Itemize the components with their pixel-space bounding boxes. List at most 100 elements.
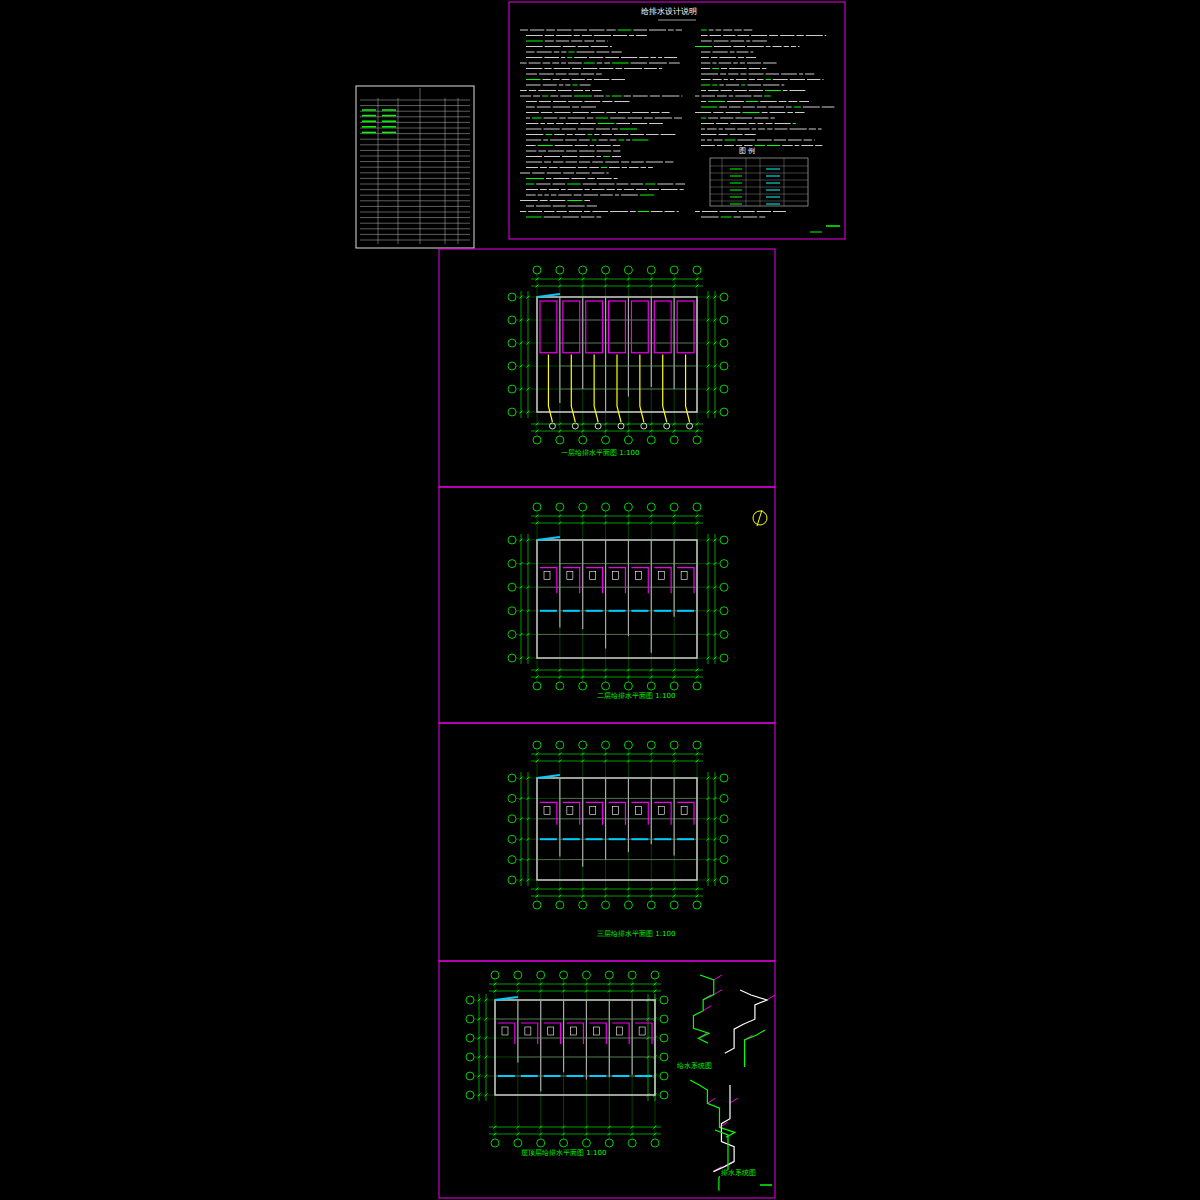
dimension-tick	[520, 342, 523, 345]
axis-bubble	[670, 901, 678, 909]
dimension-tick	[673, 515, 676, 518]
note-text-line	[631, 63, 647, 64]
note-text-line	[592, 173, 605, 174]
note-text-line	[526, 41, 543, 42]
note-text-line	[818, 129, 822, 130]
dimension-tick	[714, 388, 717, 391]
axis-bubble	[720, 362, 728, 370]
note-text-line	[742, 112, 759, 113]
dimension-tick	[673, 760, 676, 763]
note-text-line	[572, 68, 581, 69]
dimension-tick	[527, 296, 530, 299]
note-text-line	[594, 79, 610, 80]
note-text-line	[701, 123, 714, 124]
axis-bubble	[624, 266, 632, 274]
dimension-tick	[627, 515, 630, 518]
note-text-line	[574, 90, 584, 91]
axis-bubble	[720, 293, 728, 301]
table-row	[360, 234, 470, 235]
axis-line	[516, 343, 720, 344]
wall	[560, 798, 697, 799]
note-text-line	[743, 217, 757, 218]
note-text-line	[630, 184, 643, 185]
note-text-line	[612, 63, 629, 64]
drain-pipe	[540, 838, 557, 840]
axis-line	[517, 979, 518, 1139]
note-text-line	[526, 46, 543, 47]
table-row	[360, 144, 470, 145]
note-text-line	[746, 101, 758, 102]
legend-symbol	[766, 197, 780, 198]
dimension-line	[708, 772, 709, 886]
note-text-line	[701, 217, 719, 218]
note-text-line	[793, 123, 796, 124]
riser-bubble	[595, 423, 601, 429]
dimension-tick	[714, 797, 717, 800]
note-text-line	[702, 96, 715, 97]
dimension-tick	[581, 430, 584, 433]
note-text-line	[592, 162, 603, 163]
note-text-line	[587, 206, 597, 207]
outer-wall	[495, 1000, 655, 1095]
note-text-line	[607, 41, 609, 42]
dimension-tick	[608, 1126, 611, 1129]
note-text-line	[526, 74, 537, 75]
note-text-line	[708, 90, 719, 91]
axis-bubble	[628, 971, 636, 979]
dimension-tick	[558, 430, 561, 433]
axis-bubble	[508, 794, 516, 802]
note-text-line	[796, 35, 803, 36]
fixture	[525, 1027, 531, 1035]
dimension-tick	[707, 388, 710, 391]
note-text-line	[541, 112, 553, 113]
note-text-line	[695, 112, 711, 113]
note-text-line	[605, 57, 619, 58]
note-text-line	[536, 206, 551, 207]
note-text-line	[677, 211, 679, 212]
dimension-tick	[527, 817, 530, 820]
note-text-line	[526, 129, 542, 130]
note-text-line	[587, 118, 593, 119]
legend-symbol	[730, 183, 742, 184]
note-text-line	[612, 156, 621, 157]
note-text-line	[614, 178, 618, 179]
axis-bubble	[720, 607, 728, 615]
note-text-line	[729, 96, 734, 97]
dimension-tick	[604, 285, 607, 288]
note-text-line	[716, 123, 728, 124]
note-text-line	[645, 184, 655, 185]
note-text-line	[533, 96, 540, 97]
dimension-tick	[696, 278, 699, 281]
note-text-line	[714, 41, 729, 42]
drawing-label: 三层给排水平面图 1:100	[596, 931, 676, 939]
note-text-line	[591, 46, 608, 47]
note-text-line	[781, 74, 797, 75]
note-text-line	[582, 35, 592, 36]
note-text-line	[740, 63, 745, 64]
drain-pipe	[640, 355, 644, 423]
note-text-line	[735, 96, 751, 97]
dimension-tick	[520, 777, 523, 780]
note-text-line	[543, 63, 551, 64]
note-text-line	[568, 189, 583, 190]
water-pipe	[612, 1023, 629, 1044]
fixture	[548, 1027, 554, 1035]
axis-bubble	[602, 901, 610, 909]
note-text-line	[544, 129, 560, 130]
note-text-line	[633, 96, 648, 97]
note-text-line	[526, 156, 542, 157]
note-text-line	[540, 189, 547, 190]
axis-bubble	[647, 503, 655, 511]
note-text-line	[701, 134, 716, 135]
note-text-line	[581, 74, 594, 75]
dimension-tick	[558, 522, 561, 525]
axis-line	[516, 389, 720, 390]
note-text-line	[646, 162, 663, 163]
dimension-tick	[485, 1056, 488, 1059]
water-pipe	[540, 802, 557, 824]
wall	[651, 778, 652, 844]
note-text-line	[565, 85, 570, 86]
dimension-tick	[527, 797, 530, 800]
note-text-line	[544, 57, 559, 58]
note-text-line	[746, 57, 756, 58]
